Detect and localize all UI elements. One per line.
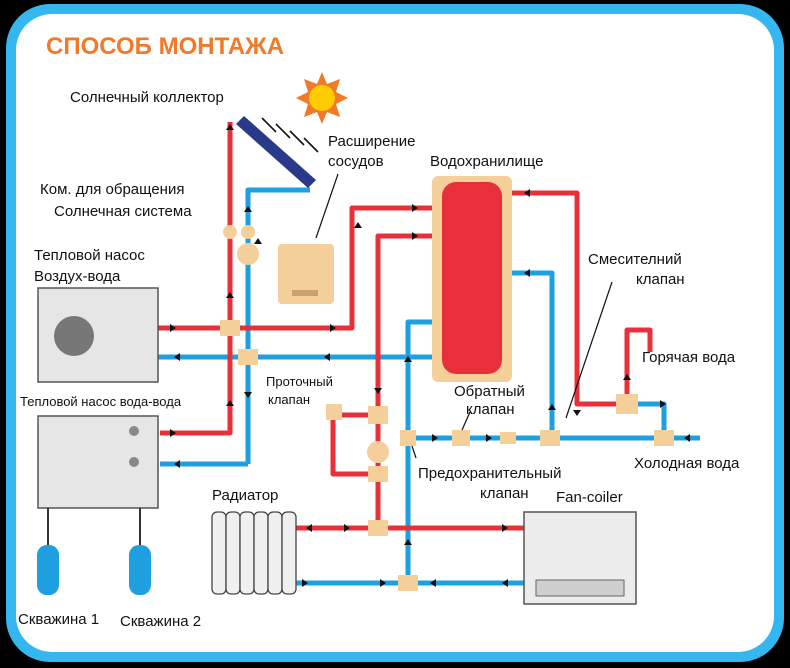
flow-arrows (170, 124, 690, 587)
label-air-pump-2: Воздух-вода (34, 268, 121, 285)
label-air-pump-1: Тепловой насос (34, 247, 145, 264)
diagram-title: СПОСОБ МОНТАЖА (46, 33, 284, 60)
label-mixing-2: клапан (636, 271, 685, 288)
label-flow-valve-1: Проточный (266, 374, 333, 389)
pointer-lines (315, 173, 613, 459)
label-cold-water: Холодная вода (634, 455, 740, 472)
hot-water-pipe (624, 327, 653, 404)
tee-air-cold (238, 349, 258, 365)
label-well-2: Скважина 2 (120, 613, 201, 630)
bypass-tee-bottom (368, 466, 388, 482)
radiator-unit (211, 511, 297, 595)
inner-panel (16, 14, 774, 652)
well-2-tank (129, 545, 151, 595)
solar-pump-3 (237, 243, 259, 265)
label-fan-coil: Fan-coiler (556, 489, 623, 506)
water-pump-port-2 (129, 457, 139, 467)
water-heat-pump-unit (37, 415, 159, 509)
expansion-vessel-base (292, 290, 318, 296)
cold-tee-1 (500, 432, 516, 444)
label-hot-water: Горячая вода (642, 349, 736, 366)
label-flow-valve-2: клапан (268, 392, 310, 407)
label-circ-1: Ком. для обращения (40, 181, 184, 198)
well-1-tank (37, 545, 59, 595)
solar-collector-panel (236, 116, 319, 188)
label-safety-1: Предохранительный (418, 465, 561, 482)
label-water-pump: Тепловой насос вода-вода (20, 394, 182, 409)
label-solar-collector: Солнечный коллектор (70, 89, 224, 106)
label-mixing-1: Смесителний (588, 251, 682, 268)
air-heat-pump-fan (54, 316, 94, 356)
cold-tee-2 (540, 430, 560, 446)
circulation-pump (367, 441, 389, 463)
fittings (220, 225, 674, 591)
label-expansion-1: Расширение (328, 133, 415, 150)
storage-tank-core (442, 182, 502, 374)
bypass-tee-top (326, 404, 342, 420)
expansion-vessel (278, 244, 334, 304)
label-expansion-2: сосудов (328, 153, 384, 170)
label-storage: Водохранилище (430, 153, 543, 170)
label-safety-2: клапан (480, 485, 529, 502)
radiator-supply-tee (368, 520, 388, 536)
label-return-valve-1: Обратный (454, 383, 525, 400)
fan-coil-grille (535, 579, 625, 597)
solar-pump-2 (241, 225, 255, 239)
flow-valve (368, 406, 388, 424)
safety-tee (400, 430, 416, 446)
label-radiator: Радиатор (212, 487, 278, 504)
tank-hot-outlet (512, 190, 627, 407)
water-pump-hot-pipe (160, 328, 233, 436)
water-pump-port-1 (129, 426, 139, 436)
bypass-pipe (330, 412, 378, 477)
cold-tee-3 (654, 430, 674, 446)
label-return-valve-2: клапан (466, 401, 515, 418)
tee-air-hot (220, 320, 240, 336)
mixing-valve (616, 394, 638, 414)
radiator-return-tee (398, 575, 418, 591)
solar-return-pipe (245, 187, 310, 464)
air-pump-hot-pipe (158, 205, 432, 331)
solar-pump-1 (223, 225, 237, 239)
tank-heating-return (405, 319, 432, 583)
label-well-1: Скважина 1 (18, 611, 99, 628)
return-valve (452, 430, 470, 446)
label-circ-2: Солнечная система (54, 203, 192, 220)
sun-icon (296, 72, 348, 124)
